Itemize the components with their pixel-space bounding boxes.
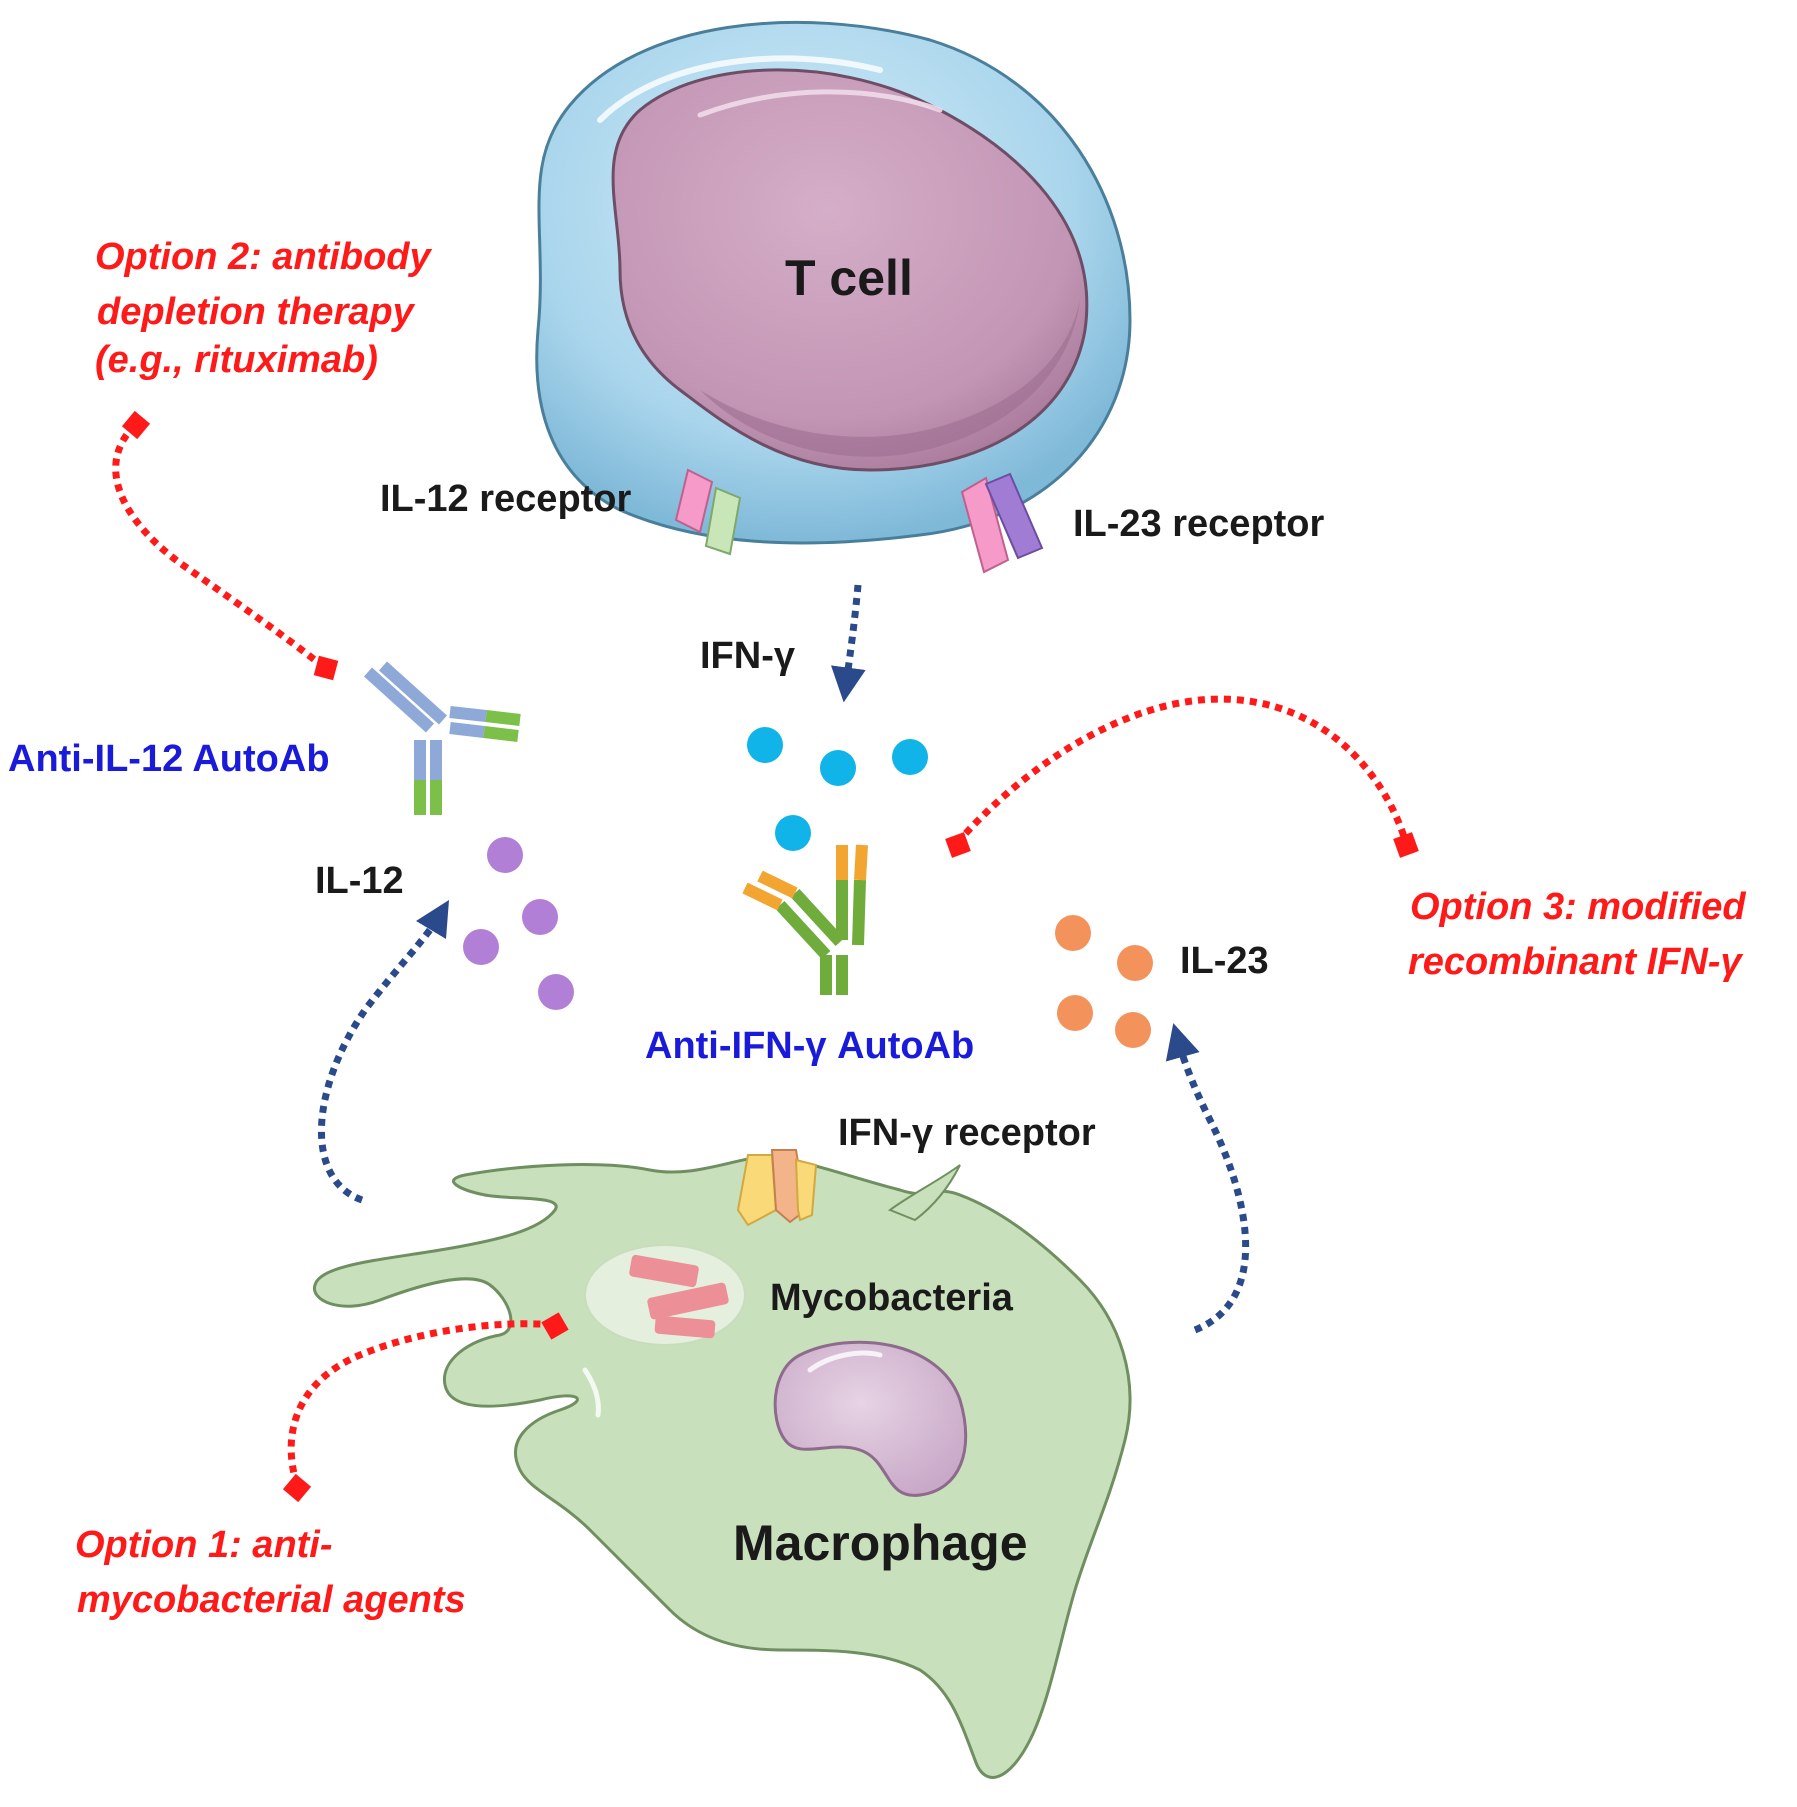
option2-line1: Option 2: antibody (95, 236, 431, 278)
il23-receptor-label: IL-23 receptor (1073, 503, 1325, 545)
t-cell-nucleus (611, 68, 1089, 472)
il23-receptor-icon (960, 472, 1044, 574)
t-cell-nucleus-shadow (700, 300, 1080, 457)
option1-line1: Option 1: anti- (75, 1524, 333, 1566)
ifng-label: IFN-γ (700, 635, 795, 677)
blue-arrows (318, 584, 1250, 1334)
macrophage-body (313, 1155, 1132, 1779)
macrophage-label: Macrophage (733, 1515, 1028, 1571)
macrophage-pseudopod (887, 1164, 961, 1222)
il12-secretion-arrow (318, 899, 450, 1204)
option2-line2: depletion therapy (97, 291, 414, 333)
il12-dot (487, 837, 523, 873)
anti-ifng-antibody-icon (742, 844, 868, 995)
t-cell-nucleus-highlight (697, 89, 943, 118)
t-cell-label: T cell (785, 250, 913, 306)
option3-arrow (954, 695, 1409, 846)
il23-dot (1117, 945, 1153, 981)
il23-secretion-arrow (1165, 1023, 1250, 1334)
macrophage-nucleus (773, 1340, 968, 1497)
option3-arrow-start (945, 832, 971, 858)
option2-arrow-start (313, 655, 339, 681)
ifng-dot (820, 750, 856, 786)
il12-dot (538, 974, 574, 1010)
option1-arrow-end (282, 1473, 312, 1503)
il23-dot (1055, 915, 1091, 951)
option1-arrow-start (541, 1312, 569, 1340)
il12-dot (522, 899, 558, 935)
ifng-dot (892, 739, 928, 775)
il12-receptor-icon (674, 468, 742, 556)
anti-ifng-autoab-label: Anti-IFN-γ AutoAb (645, 1025, 975, 1067)
option1-line2: mycobacterial agents (77, 1579, 466, 1621)
mycobacteria-label: Mycobacteria (770, 1277, 1013, 1319)
ifng-molecules (747, 727, 928, 851)
ifng-dot (747, 727, 783, 763)
macrophage-nucleus-highlight (807, 1350, 883, 1373)
option3-line1: Option 3: modified (1410, 886, 1746, 928)
il23-dot (1115, 1012, 1151, 1048)
macrophage (313, 1155, 1132, 1779)
option2-line3: (e.g., rituximab) (95, 339, 378, 381)
ifng-secretion-arrow (830, 584, 866, 703)
ifng-receptor-icon (736, 1149, 818, 1227)
macrophage-highlight (582, 1367, 601, 1418)
il23-label: IL-23 (1180, 940, 1269, 982)
option3-arrow-end (1393, 832, 1419, 858)
option3-line2: recombinant IFN-γ (1408, 941, 1742, 983)
option1-arrow (287, 1320, 556, 1487)
mycobacteria-icon (629, 1254, 729, 1339)
red-arrow-ends (121, 410, 1419, 1503)
option2-arrow (112, 422, 328, 671)
il12-molecules (463, 837, 574, 1010)
t-cell (535, 20, 1132, 545)
il12-label: IL-12 (315, 860, 404, 902)
il12-dot (463, 929, 499, 965)
il23-molecules (1055, 915, 1153, 1048)
il12-receptor-label: IL-12 receptor (380, 478, 632, 520)
option2-arrow-end (121, 410, 151, 440)
red-arrows (112, 422, 1409, 1487)
ifng-dot (775, 815, 811, 851)
il23-dot (1057, 995, 1093, 1031)
anti-il12-autoab-label: Anti-IL-12 AutoAb (8, 738, 330, 780)
anti-il12-antibody-icon (363, 661, 521, 815)
ifng-receptor-label: IFN-γ receptor (838, 1112, 1096, 1154)
t-cell-membrane-highlight (597, 55, 883, 123)
